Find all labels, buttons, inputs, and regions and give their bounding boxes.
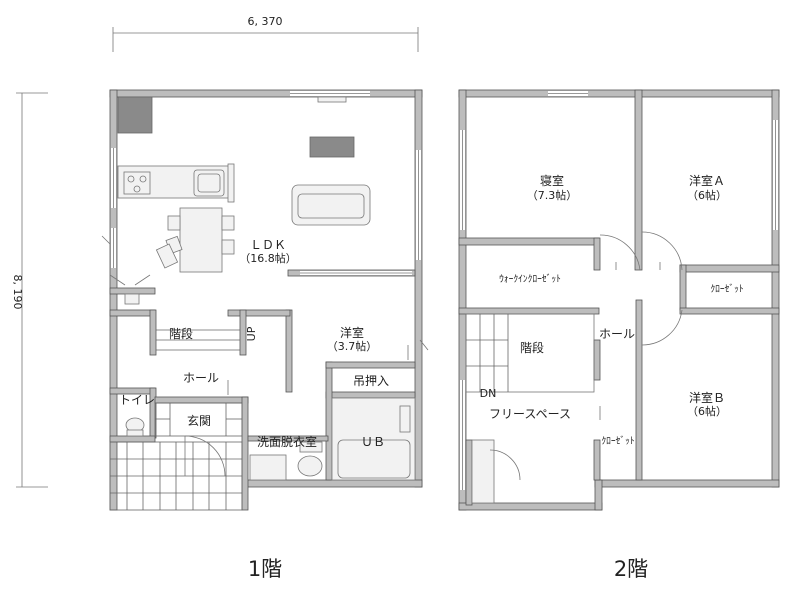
youshitsu-a-size: （6帖） xyxy=(687,189,727,202)
width-dimension-label: 6, 370 xyxy=(248,15,283,28)
kaidan2-label: 階段 xyxy=(520,340,544,355)
youshitsu-b-label: 洋室Ｂ xyxy=(689,390,725,405)
floor1-plan: ＬＤＫ （16.8帖） 洋室 （3.7帖） 階段 UP ホール トイレ 玄関 洗… xyxy=(101,89,429,581)
up-label: UP xyxy=(245,326,258,341)
hall1-label: ホール xyxy=(183,371,219,385)
floor1-title: 1階 xyxy=(248,557,282,581)
free-space-label: フリースペース xyxy=(489,407,571,421)
floor2-plan: 寝室 （7.3帖） 洋室Ａ （6帖） ｳｫｰｸｲﾝｸﾛｰｾﾞｯﾄ ｸﾛｰｾﾞｯﾄ… xyxy=(458,89,780,581)
youshitsu-size: （3.7帖） xyxy=(327,340,378,353)
floor2-title: 2階 xyxy=(614,557,648,581)
ldk-label: ＬＤＫ xyxy=(250,238,286,252)
youshitsu-label: 洋室 xyxy=(340,325,364,340)
shinshitsu-label: 寝室 xyxy=(540,173,564,188)
floor1-stairs xyxy=(156,329,240,351)
height-dimension: 8, 190 xyxy=(11,92,48,488)
hall2-label: ホール xyxy=(599,327,635,341)
floor2-stairs xyxy=(465,313,595,393)
tsurioshiire-label: 吊押入 xyxy=(353,374,389,388)
ub-label: ＵＢ xyxy=(361,435,385,449)
shinshitsu-size: （7.3帖） xyxy=(527,189,578,202)
youshitsu-a-label: 洋室Ａ xyxy=(689,173,725,188)
living-furniture xyxy=(291,136,371,226)
toilet-fixture xyxy=(125,417,145,437)
closet-a-label: ｸﾛｰｾﾞｯﾄ xyxy=(710,284,744,295)
width-dimension: 6, 370 xyxy=(112,15,419,52)
height-dimension-label: 8, 190 xyxy=(11,275,24,310)
youshitsu-b-size: （6帖） xyxy=(687,405,727,418)
unit-bath xyxy=(331,397,416,481)
ldk-size: （16.8帖） xyxy=(239,252,297,265)
washroom-fixtures xyxy=(249,441,323,481)
walkin-closet-label: ｳｫｰｸｲﾝｸﾛｰｾﾞｯﾄ xyxy=(499,274,561,285)
toilet-label: トイレ xyxy=(119,393,155,407)
dn-label: DN xyxy=(480,387,497,400)
kaidan1-label: 階段 xyxy=(169,326,193,341)
kitchen-counter xyxy=(117,96,235,203)
genkan-label: 玄関 xyxy=(187,413,211,428)
senmen-label: 洗面脱衣室 xyxy=(257,434,317,449)
dining-set xyxy=(155,207,235,273)
closet-b-label: ｸﾛｰｾﾞｯﾄ xyxy=(601,436,635,447)
genkan-tile-floor xyxy=(109,402,243,511)
